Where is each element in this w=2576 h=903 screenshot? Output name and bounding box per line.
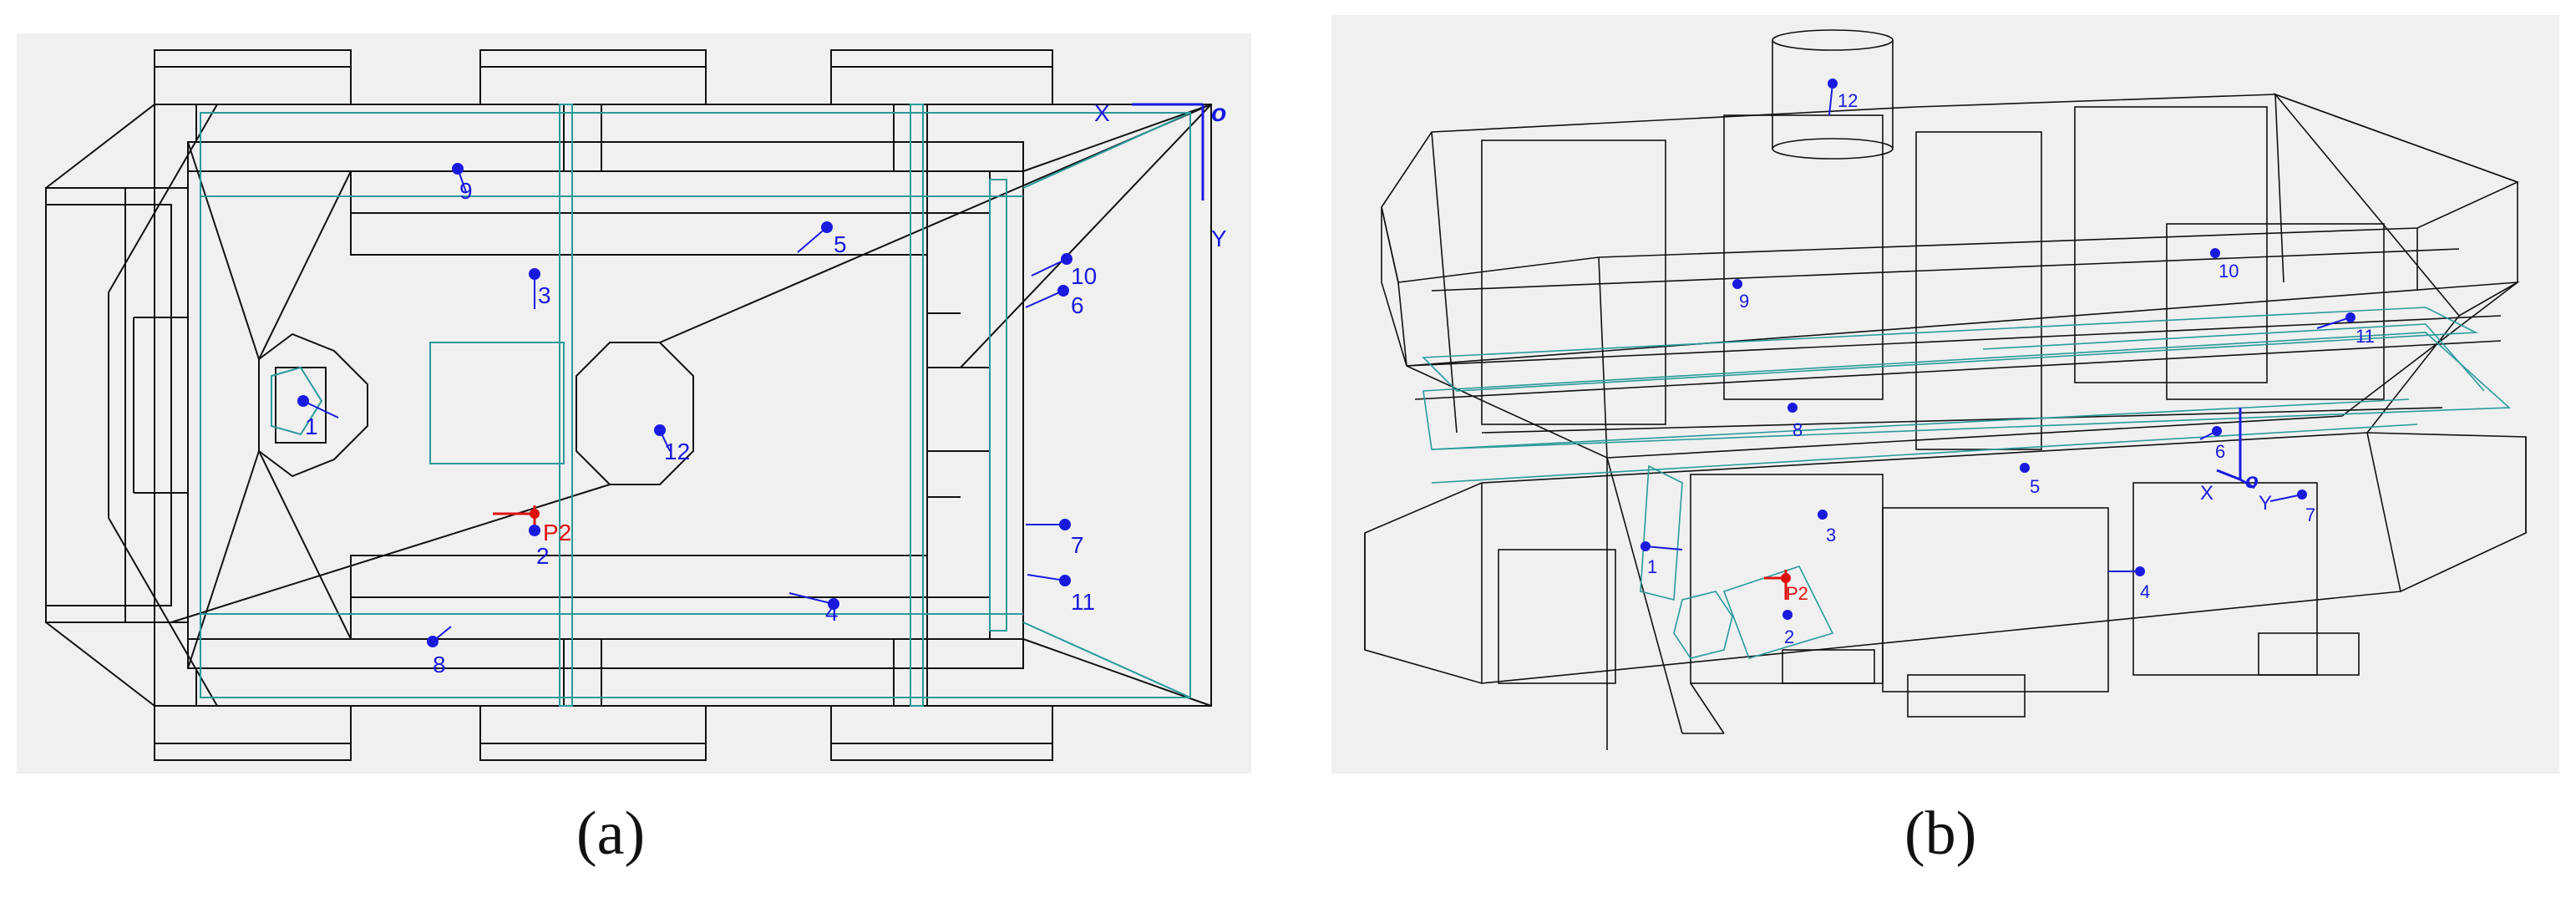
svg-text:4: 4 xyxy=(2140,581,2150,602)
point-9: 9 xyxy=(452,163,473,204)
south-bay-3 xyxy=(830,705,1053,761)
point-1: 1 xyxy=(297,395,339,439)
axes-a xyxy=(1132,103,1204,200)
north-bay-3 xyxy=(830,49,1053,105)
black-outline xyxy=(45,49,1212,761)
point-3-b: 3 xyxy=(1818,510,1836,545)
cyan-square xyxy=(429,342,565,464)
south-bay-2 xyxy=(479,705,707,761)
point-7: 7 xyxy=(1026,519,1084,558)
svg-text:6: 6 xyxy=(2215,441,2225,462)
point-5-b: 5 xyxy=(2020,463,2040,497)
y-axis-label-b: Y xyxy=(2259,492,2272,515)
point-10-b: 10 xyxy=(2210,248,2239,282)
y-axis-label: Y xyxy=(1211,226,1227,251)
axes-b xyxy=(2216,408,2255,490)
svg-text:6: 6 xyxy=(1071,292,1084,318)
point-8: 8 xyxy=(427,626,452,677)
point-5: 5 xyxy=(797,221,847,257)
point-11: 11 xyxy=(1027,574,1095,615)
svg-text:7: 7 xyxy=(1071,532,1084,558)
point-1-b: 1 xyxy=(1640,541,1683,577)
points-a: 1 2 3 4 5 6 7 8 9 10 11 12 xyxy=(297,163,1097,677)
x-axis-label-b: X xyxy=(2200,482,2213,505)
point-4-b: 4 xyxy=(2108,566,2150,602)
point-12: 12 xyxy=(654,424,690,464)
caption-b: (b) xyxy=(1904,799,1977,868)
cyan-outline xyxy=(200,104,1191,707)
caption-a: (a) xyxy=(576,799,646,868)
cyan-wireframe xyxy=(1422,307,2511,659)
svg-text:3: 3 xyxy=(538,282,551,308)
svg-text:2: 2 xyxy=(536,543,550,569)
panel-a-drawing: X Y o P2 1 2 3 4 5 6 7 8 9 10 11 12 xyxy=(45,49,1227,761)
points-b: 1 2 3 4 5 6 7 8 9 10 11 12 xyxy=(1640,79,2375,647)
svg-text:11: 11 xyxy=(2355,326,2375,347)
svg-text:P2: P2 xyxy=(1786,583,1808,604)
west-block xyxy=(45,187,189,623)
panel-b-perspective-view: X Y o P2 1 2 3 4 5 6 7 8 9 10 11 12 xyxy=(1331,15,2559,774)
svg-text:8: 8 xyxy=(1793,419,1803,440)
panel-a-top-view: X Y o P2 1 2 3 4 5 6 7 8 9 10 11 12 xyxy=(17,33,1251,774)
svg-text:8: 8 xyxy=(433,652,446,677)
svg-text:5: 5 xyxy=(834,231,847,257)
point-3: 3 xyxy=(529,268,551,309)
reference-point-p2-b: P2 xyxy=(1764,570,1808,604)
octagon-base xyxy=(576,342,694,485)
svg-text:10: 10 xyxy=(2219,261,2239,282)
svg-text:11: 11 xyxy=(1071,589,1095,615)
svg-text:1: 1 xyxy=(305,413,318,439)
point-6: 6 xyxy=(1025,285,1084,318)
black-wireframe xyxy=(1364,29,2527,750)
point-6-b: 6 xyxy=(2199,426,2225,462)
point-12-b: 12 xyxy=(1828,79,1858,116)
south-bay-1 xyxy=(154,705,352,761)
origin-label: o xyxy=(1211,99,1226,127)
point-2: 2 xyxy=(529,525,550,569)
svg-text:P2: P2 xyxy=(543,520,571,545)
svg-text:4: 4 xyxy=(825,600,839,626)
svg-text:5: 5 xyxy=(2030,476,2040,497)
svg-text:1: 1 xyxy=(1647,556,1657,577)
svg-text:10: 10 xyxy=(1071,263,1097,289)
svg-text:7: 7 xyxy=(2305,505,2315,525)
north-bay-2 xyxy=(479,49,707,105)
svg-text:12: 12 xyxy=(664,439,690,464)
svg-text:9: 9 xyxy=(1739,291,1749,312)
point-7-b: 7 xyxy=(2269,490,2315,525)
svg-text:2: 2 xyxy=(1784,627,1794,647)
point-8-b: 8 xyxy=(1787,403,1803,440)
origin-label-b: o xyxy=(2245,468,2259,493)
point-4: 4 xyxy=(789,592,839,626)
point-9-b: 9 xyxy=(1732,279,1749,312)
x-axis-label: X xyxy=(1094,100,1110,126)
point-10: 10 xyxy=(1031,253,1097,289)
panel-b-drawing: X Y o P2 1 2 3 4 5 6 7 8 9 10 11 12 xyxy=(1364,29,2527,750)
point-11-b: 11 xyxy=(2316,312,2375,347)
north-bay-1 xyxy=(154,49,352,105)
point-2-b: 2 xyxy=(1782,610,1794,647)
svg-text:12: 12 xyxy=(1838,90,1858,111)
svg-text:3: 3 xyxy=(1826,525,1836,545)
svg-text:9: 9 xyxy=(459,178,473,204)
